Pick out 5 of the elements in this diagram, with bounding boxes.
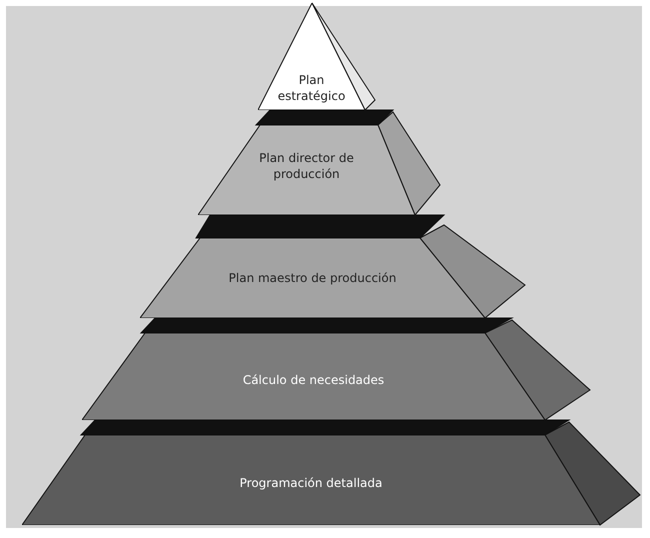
tier-label: Plan director de producción: [258, 150, 355, 182]
tier-label: Plan estratégico: [276, 72, 346, 104]
tier-label: Plan maestro de producción: [228, 270, 398, 286]
tier-label: Cálculo de necesidades: [242, 372, 386, 388]
tier-label: Programación detallada: [238, 475, 384, 491]
